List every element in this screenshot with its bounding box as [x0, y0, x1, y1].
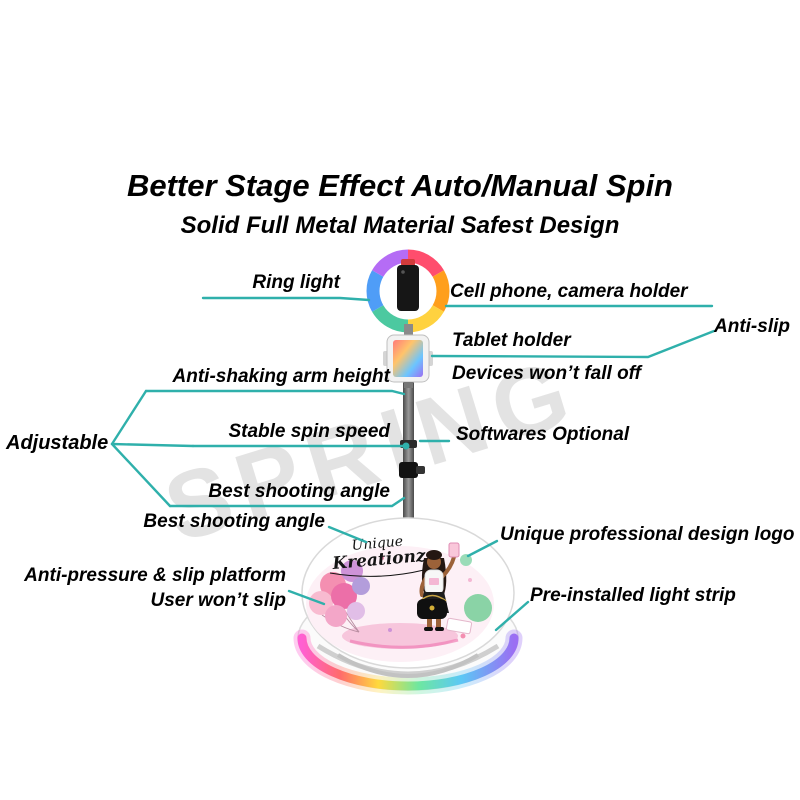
design-logo-label: Unique professional design logo — [500, 524, 795, 545]
stable-spin-label: Stable spin speed — [228, 421, 390, 442]
softwares-optional-label: Softwares Optional — [456, 424, 630, 445]
platform-side — [297, 585, 519, 691]
adjustable-fan-mid — [110, 442, 195, 448]
white-clutch — [445, 617, 473, 635]
callout-line-light-strip — [494, 600, 530, 632]
light-strip-label: Pre-installed light strip — [530, 585, 736, 606]
callout-line-ring-light — [201, 296, 371, 302]
adjustable-label: Adjustable — [6, 432, 109, 454]
ring-light-phone — [397, 265, 419, 311]
base-stand-tube-2 — [336, 653, 480, 678]
light-strip-glow — [293, 629, 523, 695]
callout-line-design-logo — [466, 539, 499, 558]
pink-mat — [342, 623, 458, 649]
ring-mount — [404, 324, 413, 338]
platform-light-strip — [297, 633, 519, 691]
holder-phone-screen — [393, 340, 423, 377]
green-balloon — [464, 594, 492, 622]
artwork-brand-text: Unique Kreationz — [329, 534, 427, 577]
woman-figure — [419, 542, 460, 631]
ring-light — [366, 249, 450, 338]
brand-line1: Unique — [351, 534, 404, 554]
callout-line-anti-pressure — [287, 589, 326, 606]
anti-shaking-label: Anti-shaking arm height — [172, 366, 390, 387]
tablet-holder-label: Tablet holder — [452, 330, 571, 351]
devices-wont-fall-label: Devices won’t fall off — [452, 363, 641, 384]
cell-phone-holder-label: Cell phone, camera holder — [450, 281, 688, 302]
spin-platform: Unique Kreationz — [293, 517, 523, 695]
callout-line-best-angle-bottom — [327, 525, 368, 544]
anti-slip-label: Anti-slip — [714, 316, 790, 337]
best-angle-top-label: Best shooting angle — [208, 481, 390, 502]
small-green-balloon — [460, 554, 472, 566]
page-title: Better Stage Effect Auto/Manual Spin — [126, 168, 673, 203]
phone-clamp — [401, 259, 415, 266]
handbag — [417, 594, 447, 619]
drink-cup — [448, 542, 460, 558]
page-subtitle: Solid Full Metal Material Safest Design — [180, 212, 620, 239]
user-wont-slip-label: User won’t slip — [150, 590, 286, 611]
ring-light-label: Ring light — [252, 272, 340, 293]
balloon-cluster — [309, 560, 370, 633]
best-angle-bottom-label: Best shooting angle — [143, 511, 325, 532]
base-stand-tube — [316, 643, 500, 677]
anti-pressure-label: Anti-pressure & slip platform — [24, 565, 286, 586]
platform-artwork: Unique Kreationz — [306, 534, 494, 662]
brand-line2: Kreationz — [331, 546, 427, 574]
platform-top — [301, 517, 515, 669]
sparkles — [380, 556, 472, 639]
